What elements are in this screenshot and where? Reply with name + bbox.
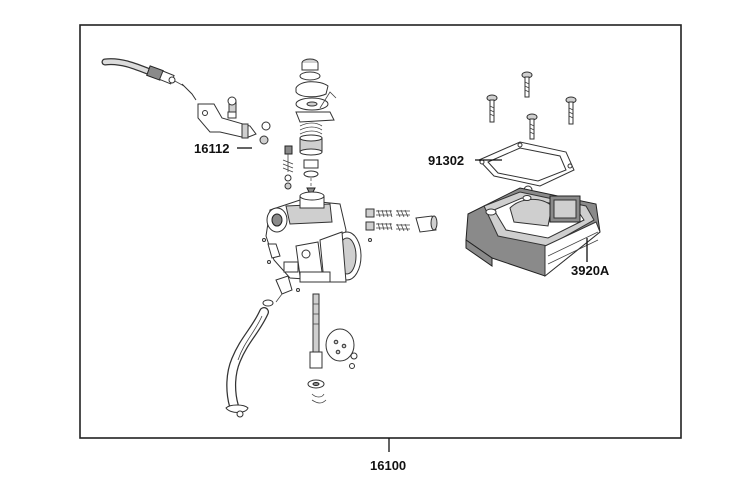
carburetor-body: [262, 191, 362, 292]
filter-housing: [465, 187, 601, 278]
diagram-frame: [79, 24, 682, 439]
throttle-shaft: [307, 293, 358, 404]
carburetor-top-stack: [282, 58, 337, 205]
fuel-hose: [225, 275, 293, 418]
throttle-cable: [101, 58, 197, 101]
adjusting-screws: [365, 208, 438, 242]
label-91302: 91302: [428, 153, 464, 168]
gasket: [478, 141, 575, 195]
cover-screws: [486, 71, 577, 140]
cable-bracket: [197, 96, 271, 145]
label-3920a: 3920A: [571, 263, 610, 278]
label-16100: 16100: [370, 458, 406, 473]
label-16112: 16112: [194, 141, 229, 156]
